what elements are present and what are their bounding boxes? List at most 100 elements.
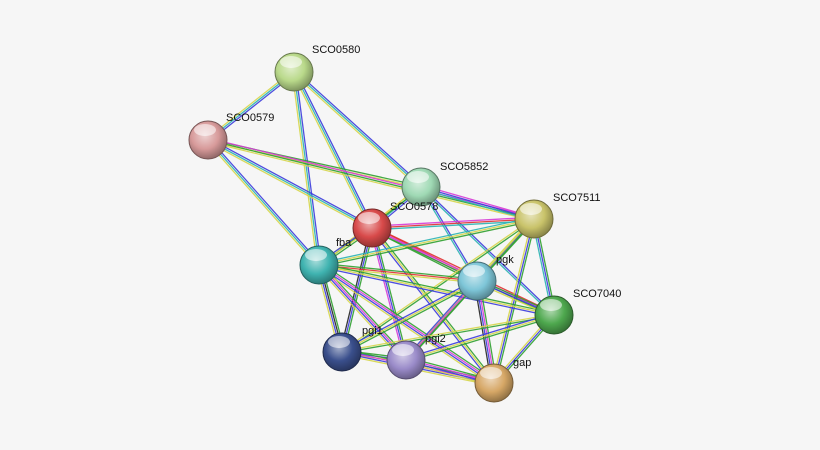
edge-evidence-line <box>318 265 494 385</box>
edge-evidence-line <box>293 71 422 188</box>
node-highlight <box>540 299 562 311</box>
edge-evidence-line <box>341 313 554 352</box>
node-pgi2[interactable] <box>386 340 426 380</box>
node-SCO5852[interactable] <box>401 167 441 207</box>
edge-evidence-line <box>339 227 371 352</box>
node-SCO7040[interactable] <box>534 295 574 335</box>
edge-SCO7511-gap <box>491 218 537 384</box>
node-highlight <box>305 249 327 261</box>
edge-SCO5852-SCO7511 <box>420 184 535 222</box>
edge-evidence-line <box>319 262 478 280</box>
edge-evidence-line <box>372 226 496 383</box>
node-gap[interactable] <box>474 363 514 403</box>
edge-evidence-line <box>405 312 554 359</box>
node-label-SCO0580: SCO0580 <box>312 44 360 56</box>
edge-SCO0580-fba <box>291 71 322 266</box>
edge-evidence-line <box>342 219 535 354</box>
edge-evidence-line <box>318 266 477 284</box>
node-highlight <box>328 336 350 348</box>
edge-SCO7040-pgi2 <box>405 312 555 363</box>
edge-evidence-line <box>371 218 535 229</box>
edge-evidence-line <box>319 263 495 383</box>
edge-evidence-line <box>495 219 537 384</box>
edge-SCO0579-SCO7511 <box>207 137 535 222</box>
node-highlight <box>407 171 429 183</box>
node-label-SCO7040: SCO7040 <box>573 288 621 300</box>
edge-evidence-line <box>406 316 555 363</box>
edge-SCO0579-SCO0578 <box>206 137 374 231</box>
edge-fba-pgk <box>318 262 478 284</box>
edge-evidence-line <box>291 72 318 266</box>
node-label-pgi1: pgi1 <box>362 325 383 337</box>
node-layer <box>188 52 574 403</box>
edge-evidence-line <box>291 72 371 230</box>
edge-evidence-line <box>421 184 535 218</box>
edge-evidence-line <box>207 139 373 229</box>
edge-fba-gap <box>317 262 496 386</box>
edge-evidence-line <box>405 314 555 361</box>
node-SCO0580[interactable] <box>274 52 314 92</box>
edge-evidence-line <box>318 216 534 264</box>
edge-evidence-line <box>371 216 534 227</box>
node-highlight <box>463 265 485 277</box>
edge-evidence-line <box>341 280 478 353</box>
edge-evidence-line <box>206 140 319 267</box>
edge-evidence-line <box>491 218 533 383</box>
edge-evidence-line <box>419 187 554 317</box>
edge-evidence-line <box>295 70 375 228</box>
edge-evidence-line <box>316 266 405 363</box>
edge-evidence-line <box>340 278 477 351</box>
node-label-pgk: pgk <box>496 254 514 266</box>
edge-evidence-line <box>207 141 534 222</box>
edge-evidence-line <box>293 71 373 229</box>
edge-evidence-line <box>493 218 535 384</box>
node-SCO0579[interactable] <box>188 120 228 160</box>
edge-evidence-line <box>319 220 535 268</box>
edge-evidence-line <box>318 264 555 316</box>
node-label-SCO0579: SCO0579 <box>226 112 274 124</box>
edge-evidence-line <box>373 227 409 360</box>
node-highlight <box>520 203 542 215</box>
node-label-gap: gap <box>513 357 531 369</box>
node-highlight <box>280 56 302 68</box>
node-SCO7511[interactable] <box>514 199 554 239</box>
edge-SCO0579-fba <box>206 138 321 267</box>
node-SCO0578[interactable] <box>352 208 392 248</box>
edge-evidence-line <box>420 188 534 222</box>
edge-evidence-line <box>294 70 423 187</box>
edge-evidence-line <box>420 186 535 220</box>
node-highlight <box>392 344 414 356</box>
edge-SCO7511-fba <box>318 216 535 268</box>
edge-evidence-line <box>317 266 493 386</box>
node-highlight <box>194 124 216 136</box>
edge-evidence-line <box>342 315 555 354</box>
node-highlight <box>358 212 380 224</box>
edge-fba-SCO7040 <box>318 262 555 318</box>
node-pgk[interactable] <box>457 261 497 301</box>
edge-evidence-line <box>206 141 372 231</box>
edge-evidence-line <box>318 218 535 266</box>
node-fba[interactable] <box>299 245 339 285</box>
node-label-fba: fba <box>336 237 352 249</box>
edge-evidence-line <box>318 266 554 318</box>
edge-SCO0580-SCO5852 <box>292 70 423 189</box>
edge-evidence-line <box>292 72 421 189</box>
edge-evidence-line <box>207 139 320 266</box>
node-pgi1[interactable] <box>322 332 362 372</box>
edge-evidence-line <box>342 282 479 355</box>
edge-evidence-line <box>208 137 374 227</box>
edge-evidence-line <box>320 262 496 382</box>
edge-evidence-line <box>293 71 320 266</box>
edge-evidence-line <box>295 71 322 265</box>
node-label-SCO5852: SCO5852 <box>440 161 488 173</box>
edge-evidence-line <box>319 262 555 314</box>
node-label-SCO0578: SCO0578 <box>390 201 438 213</box>
node-label-SCO7511: SCO7511 <box>553 192 601 204</box>
node-label-pgi2: pgi2 <box>425 333 446 345</box>
edge-pgk-pgi1 <box>340 278 479 355</box>
edge-evidence-line <box>208 138 321 265</box>
edge-SCO7040-pgi1 <box>341 313 555 354</box>
edge-SCO0580-SCO0578 <box>291 70 375 230</box>
